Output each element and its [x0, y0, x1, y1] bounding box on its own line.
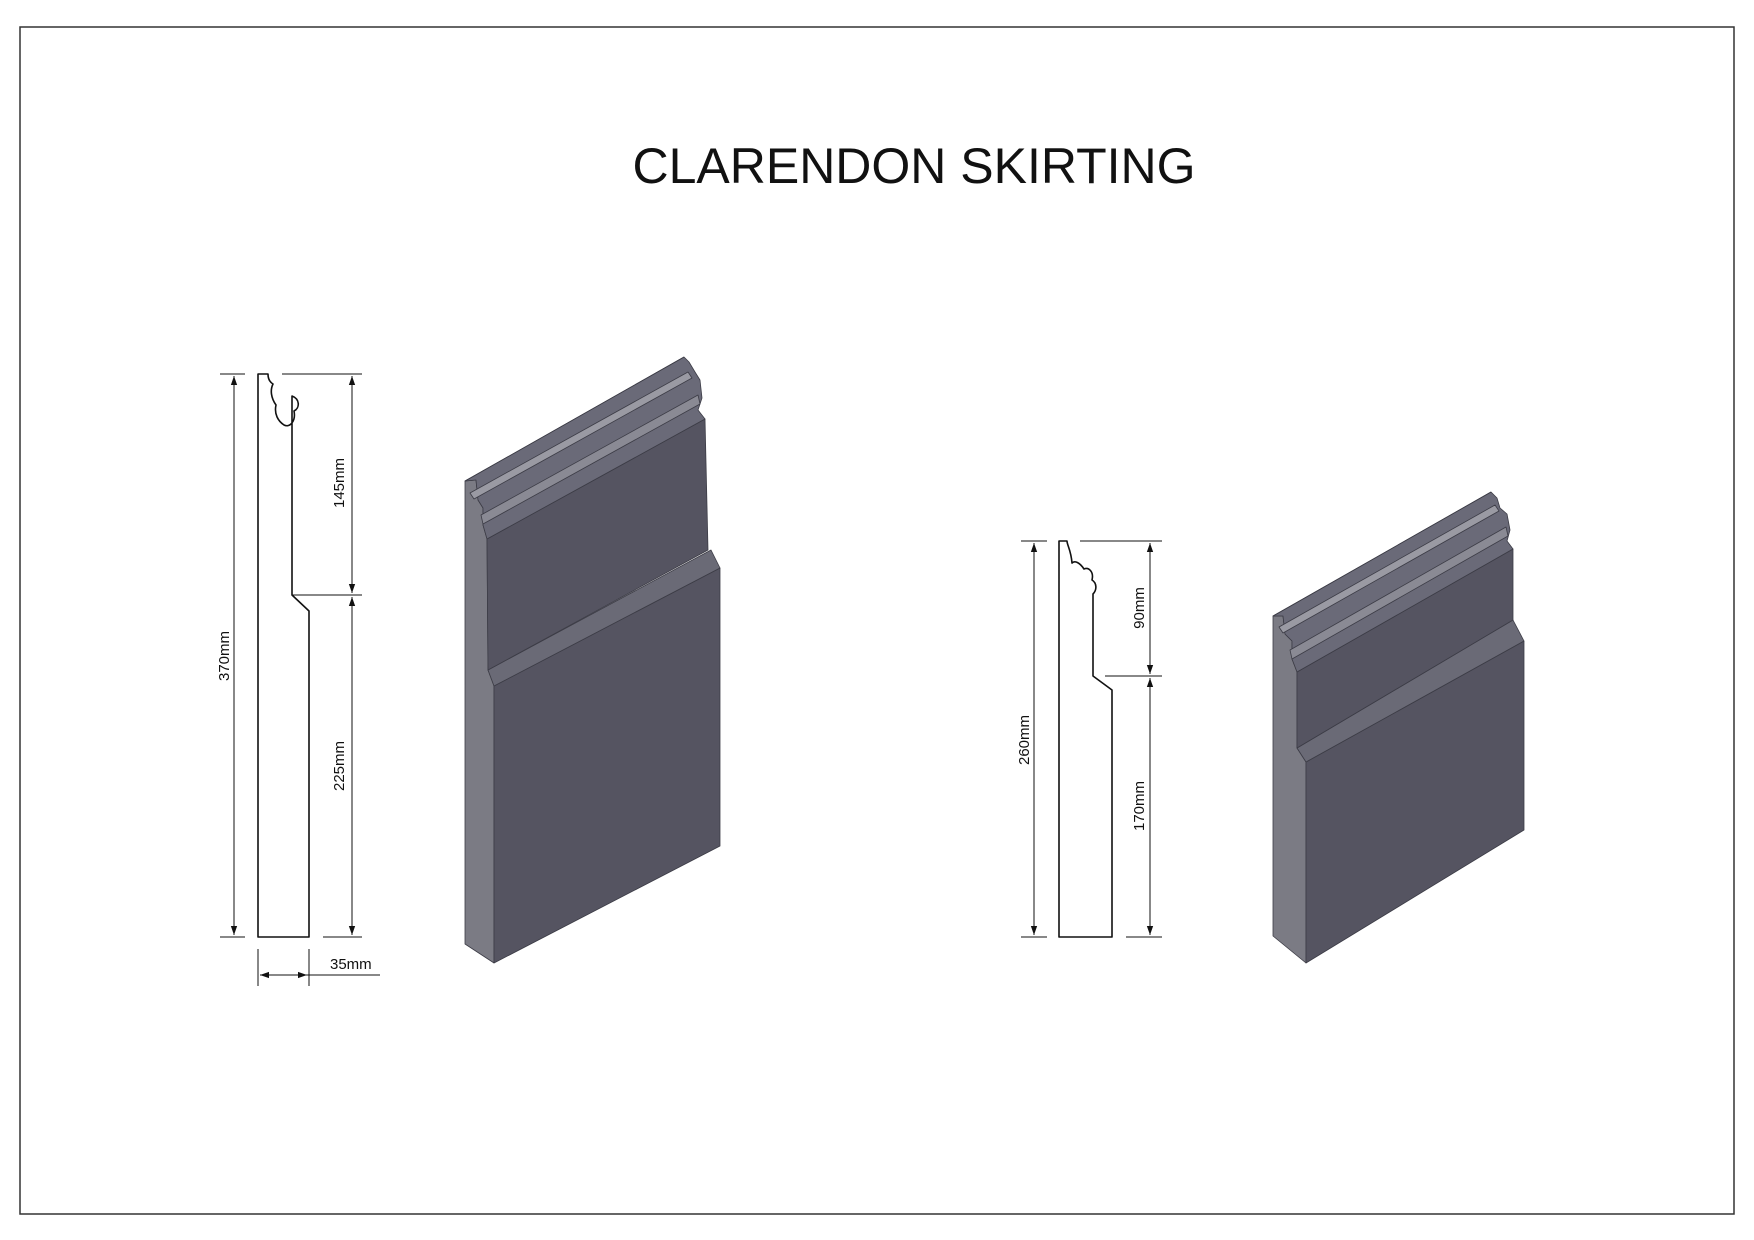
dim-225-label: 225mm — [331, 741, 348, 791]
profile-260-section: 260mm 90mm 170mm — [1016, 540, 1162, 938]
skirting-370-moulding-highlight-2 — [480, 394, 701, 525]
skirting-260-top-edge — [1272, 491, 1492, 617]
drawing-border — [19, 26, 1735, 1215]
skirting-260-moulding-highlight-1 — [1278, 504, 1500, 634]
drawing-title: CLARENDON SKIRTING — [632, 138, 1195, 194]
profile-260-outline — [1058, 540, 1113, 938]
dim-35-label: 35mm — [330, 956, 372, 973]
dim-170-label: 170mm — [1131, 781, 1148, 831]
profile-370-outline — [257, 373, 310, 938]
skirting-370-lower-bevel — [487, 549, 721, 687]
dim-90-label: 90mm — [1131, 587, 1148, 629]
skirting-370-moulding-highlight-1 — [469, 371, 693, 500]
dim-370-label: 370mm — [216, 631, 233, 681]
dim-145-label: 145mm — [331, 458, 348, 508]
skirting-370-3d — [464, 356, 721, 964]
skirting-370-top-edge — [464, 356, 685, 482]
dim-260-label: 260mm — [1016, 715, 1033, 765]
skirting-260-moulding-highlight-2 — [1289, 526, 1509, 660]
profile-370-section: 370mm 145mm 225mm 35mm — [216, 373, 380, 986]
skirting-260-3d — [1272, 491, 1525, 964]
